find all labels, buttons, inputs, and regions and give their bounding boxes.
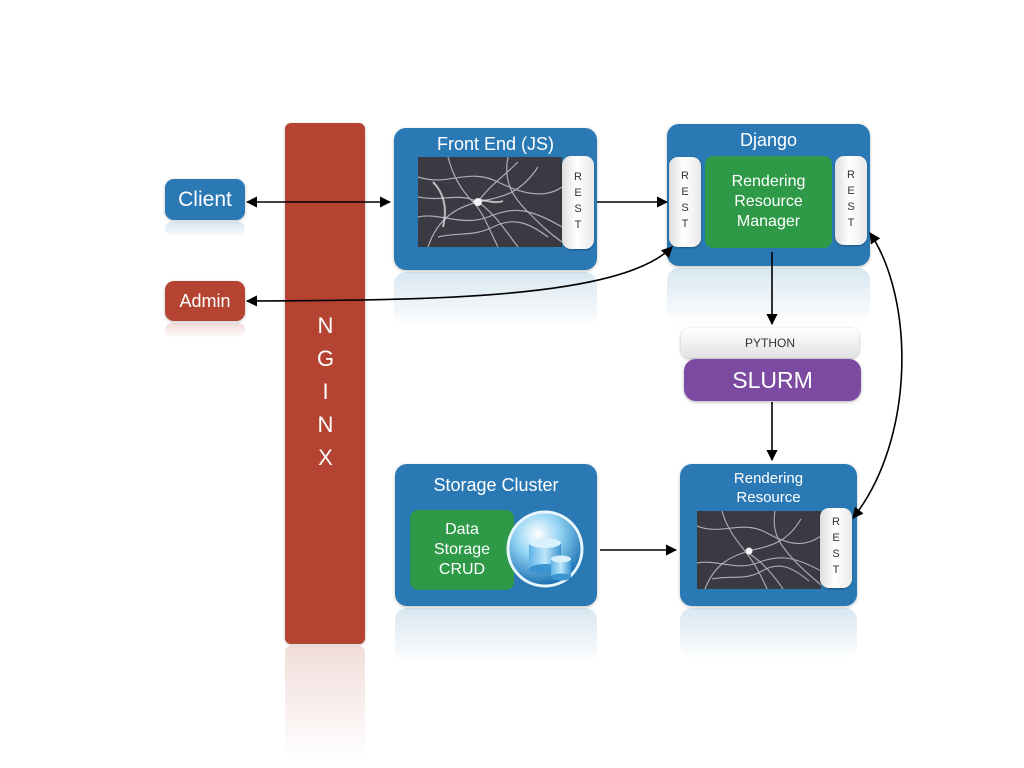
rendering-resource-box: Rendering Resource REST [680,464,857,606]
neuron-image [418,157,562,247]
django-title: Django [739,130,798,150]
neuron-texture [418,157,562,247]
rendering-resource-manager: Rendering Resource Manager [705,156,832,248]
data-storage-crud: Data Storage CRUD [410,510,514,590]
admin-node[interactable]: Admin [165,281,245,321]
python-label: PYTHON [744,336,795,350]
django-rest-left: REST [669,157,701,247]
front-end-title: Front End (JS) [436,134,555,154]
rendering-resource-rest: REST [820,508,852,588]
rendering-neuron-image [697,511,821,589]
django-admin-arrow [245,246,673,307]
storage-cluster-box: Storage Cluster Data Storage CRUD [395,464,597,606]
nginx-bar: NGINX [285,123,365,644]
nginx-label: NGINX [313,313,338,478]
django-rendering-rest-arrow [852,232,903,519]
slurm-label: SLURM [732,366,813,393]
client-label: Client [178,187,232,211]
storage-cluster-title: Storage Cluster [433,475,559,495]
client-node[interactable]: Client [165,179,245,220]
rendering-resource-title: Rendering Resource [733,470,804,506]
slurm-node: SLURM [684,359,861,401]
database-icon [505,509,585,589]
admin-label: Admin [179,290,231,311]
front-end-rest: REST [562,156,594,249]
django-rest-right: REST [835,156,867,245]
django-box: Django REST Rendering Resource Manager R… [667,124,870,266]
python-bar: PYTHON [681,328,859,358]
